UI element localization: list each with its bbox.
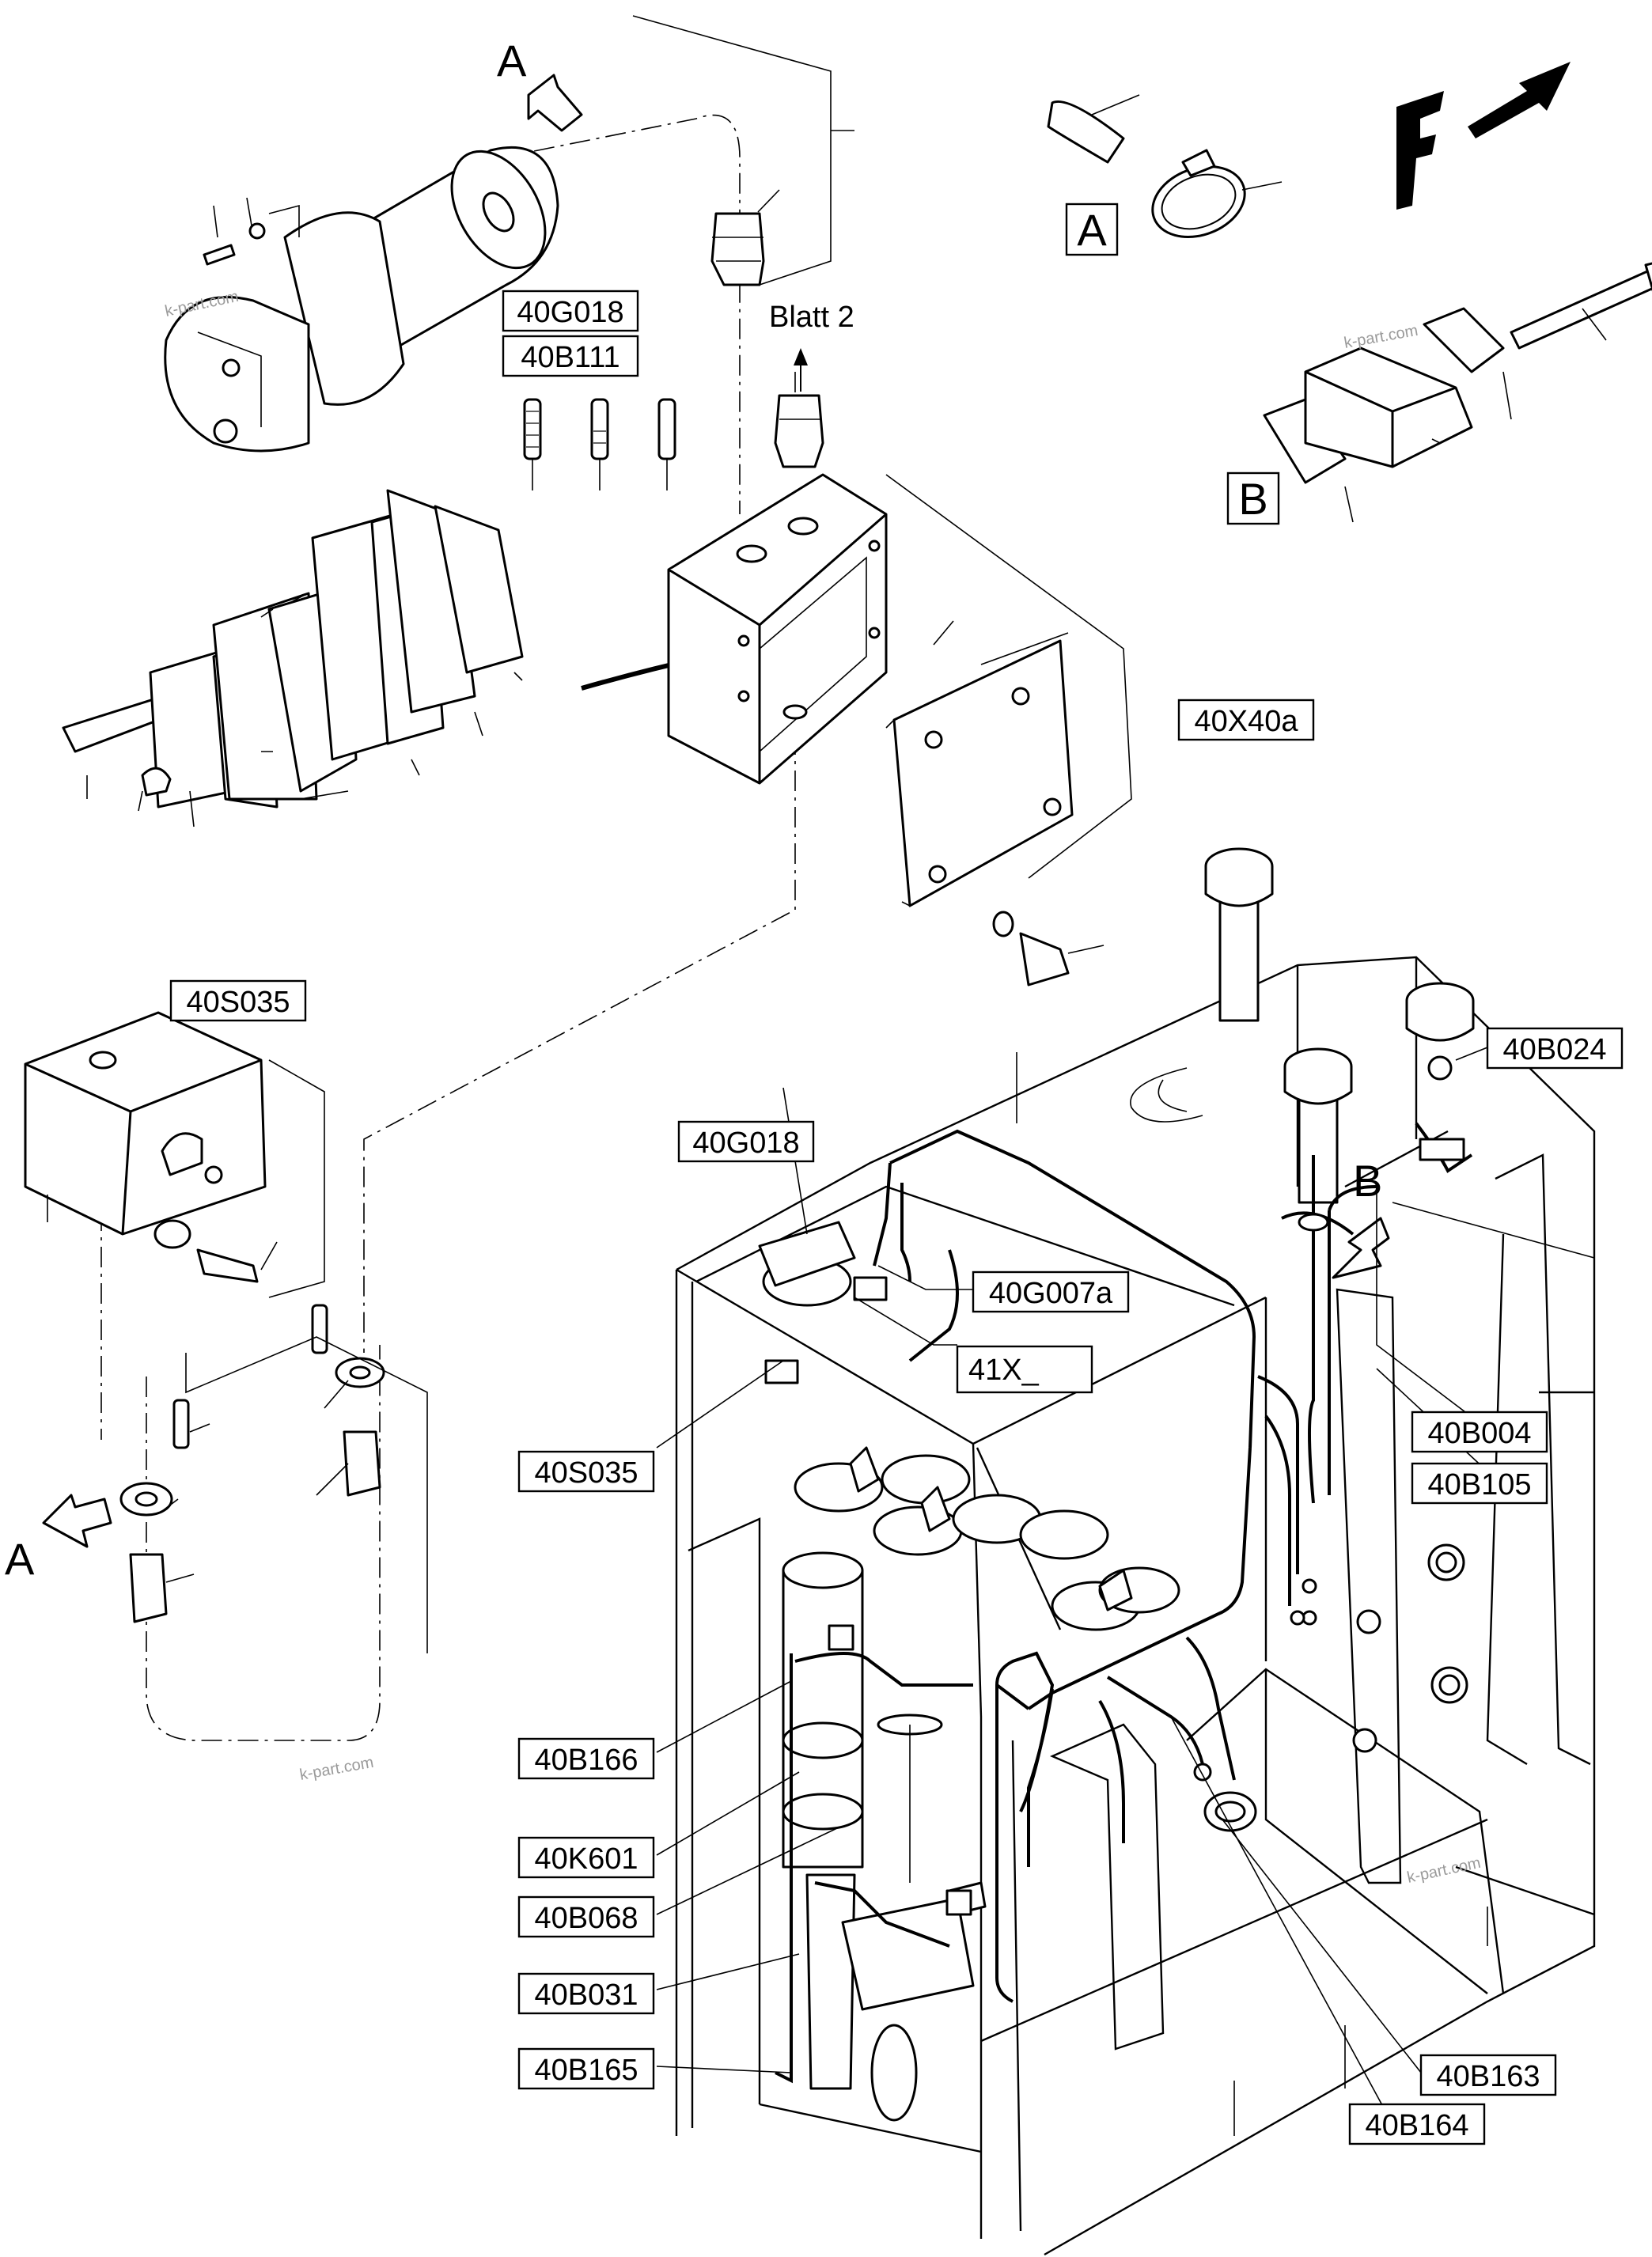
callout-41x: 41X_	[956, 1345, 1093, 1394]
motor-assembly	[164, 146, 559, 453]
blatt-note: Blatt 2	[769, 301, 854, 334]
callout-40b024: 40B024	[1486, 1027, 1624, 1070]
callout-40b163: 40B163	[1419, 2054, 1557, 2096]
callout-40b164: 40B164	[1348, 2103, 1486, 2145]
view-direction-arrow-icon	[42, 74, 1390, 1548]
detail-b-clamp	[1263, 262, 1652, 523]
svg-text:40B031: 40B031	[534, 1979, 638, 2012]
view-letter-b-right: B	[1353, 1156, 1382, 1206]
svg-text:40K601: 40K601	[534, 1842, 638, 1876]
svg-text:k-part.com: k-part.com	[298, 1754, 375, 1784]
svg-text:40B111: 40B111	[521, 341, 620, 374]
svg-text:40B004: 40B004	[1427, 1417, 1531, 1450]
callout-40g007a: 40G007a	[972, 1271, 1130, 1313]
detail-box-b: B	[1226, 471, 1280, 525]
callout-40g018-mid: 40G018	[677, 1120, 815, 1163]
left-fittings	[119, 1304, 428, 1653]
callout-40b111: 40B111	[502, 335, 639, 377]
svg-text:B: B	[1238, 474, 1267, 524]
svg-text:k-part.com: k-part.com	[1343, 322, 1419, 352]
svg-text:40G018: 40G018	[517, 296, 623, 329]
detail-label-boxes: A B	[1065, 203, 1280, 525]
pins	[523, 398, 676, 490]
callout-40g018-top: 40G018	[502, 290, 639, 332]
view-letters: A A B F Blatt 2	[5, 36, 1401, 1584]
svg-text:40B068: 40B068	[534, 1902, 638, 1935]
callout-40b031: 40B031	[517, 1972, 655, 2015]
view-letter-a-left: A	[5, 1534, 35, 1584]
callout-labels: 40G018 40B111 40X40a 40S035 40B024 40G01…	[169, 290, 1624, 2145]
switch-cover	[24, 1011, 325, 1298]
view-letter-f: F	[1400, 94, 1401, 96]
wiring-harness	[758, 1055, 1473, 2084]
svg-text:40G018: 40G018	[692, 1127, 799, 1160]
callout-40b105: 40B105	[1411, 1462, 1548, 1505]
tank-caps	[1130, 847, 1475, 1204]
svg-text:41X_: 41X_	[968, 1354, 1040, 1387]
svg-text:40X40a: 40X40a	[1194, 705, 1298, 738]
svg-text:40G007a: 40G007a	[989, 1277, 1113, 1310]
callout-40x40a: 40X40a	[1177, 699, 1315, 741]
svg-text:k-part.com: k-part.com	[1405, 1854, 1482, 1887]
assembly-guide-lines	[100, 15, 854, 1741]
callout-40b004: 40B004	[1411, 1411, 1548, 1453]
junction-box	[667, 473, 888, 785]
callout-40k601: 40K601	[517, 1836, 655, 1879]
forward-direction-arrow-icon	[1396, 62, 1571, 210]
svg-text:A: A	[1077, 205, 1107, 255]
upper-cable-gland	[774, 348, 824, 468]
cover-plate	[885, 474, 1132, 986]
cable-gland-top	[710, 189, 780, 286]
terminal-block-assembly	[62, 489, 745, 827]
svg-text:40B105: 40B105	[1427, 1468, 1531, 1502]
callout-40b068: 40B068	[517, 1895, 655, 1938]
leader-lines	[656, 620, 1595, 2125]
svg-text:40B163: 40B163	[1436, 2060, 1540, 2093]
callout-40s035-top: 40S035	[169, 979, 307, 1022]
detail-a-clamp	[1047, 94, 1283, 238]
detail-box-a: A	[1065, 203, 1119, 256]
svg-text:40S035: 40S035	[186, 986, 290, 1019]
svg-text:40B024: 40B024	[1502, 1033, 1606, 1066]
view-letter-a-top: A	[497, 36, 527, 85]
svg-text:40S035: 40S035	[534, 1456, 638, 1490]
callout-40b165: 40B165	[517, 2047, 655, 2090]
svg-text:40B166: 40B166	[534, 1744, 638, 1777]
svg-text:40B164: 40B164	[1365, 2109, 1468, 2142]
callout-40s035-left: 40S035	[517, 1450, 655, 1493]
svg-text:40B165: 40B165	[534, 2054, 638, 2087]
callout-40b166: 40B166	[517, 1737, 655, 1780]
interior-components	[782, 1446, 1468, 2122]
